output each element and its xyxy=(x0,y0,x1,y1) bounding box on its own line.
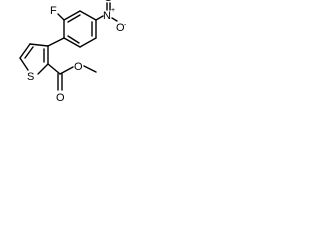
nitro-oxygen-right-label: O xyxy=(116,22,125,34)
sulfur-label: S xyxy=(27,71,34,83)
bond-benzene-double-3 xyxy=(67,35,80,44)
bond-c-ester-oxygen xyxy=(59,66,74,75)
benzene-ring xyxy=(63,10,97,48)
nitro-oxygen-charge: - xyxy=(124,22,127,29)
bond-n-o-right xyxy=(111,17,118,22)
bond-thiophene-2 xyxy=(19,43,31,59)
fluorine-label: F xyxy=(50,5,57,17)
bond-c-n xyxy=(95,15,104,21)
nitrogen-label: N xyxy=(103,10,111,22)
structure-drawing: F N + O O - S O O xyxy=(19,0,127,104)
bond-benzene-1 xyxy=(63,10,81,21)
bond-thiophene-3 xyxy=(19,57,29,71)
bond-benzene-5 xyxy=(63,37,81,48)
bond-thiophene-double-1 xyxy=(24,46,34,59)
carbonyl-oxygen-label: O xyxy=(56,92,65,104)
thiophene-ring xyxy=(19,43,49,75)
nitrogen-charge: + xyxy=(111,7,115,14)
bond-c-carbonyl xyxy=(47,63,61,75)
bond-benzene-2 xyxy=(79,10,97,21)
bond-benzene-double-1 xyxy=(67,14,81,23)
bond-oxygen-methyl xyxy=(83,65,97,73)
bond-c-f xyxy=(57,13,65,21)
bond-thiophene-4 xyxy=(37,63,49,75)
nitro-oxygen-top-label: O xyxy=(104,0,113,4)
molecule-diagram: F N + O O - S O O xyxy=(0,0,128,118)
ester-oxygen-label: O xyxy=(74,61,83,73)
bond-benzene-4 xyxy=(79,37,97,48)
bond-thiophene-1 xyxy=(29,43,49,47)
bond-aryl-thiophene xyxy=(47,37,65,47)
